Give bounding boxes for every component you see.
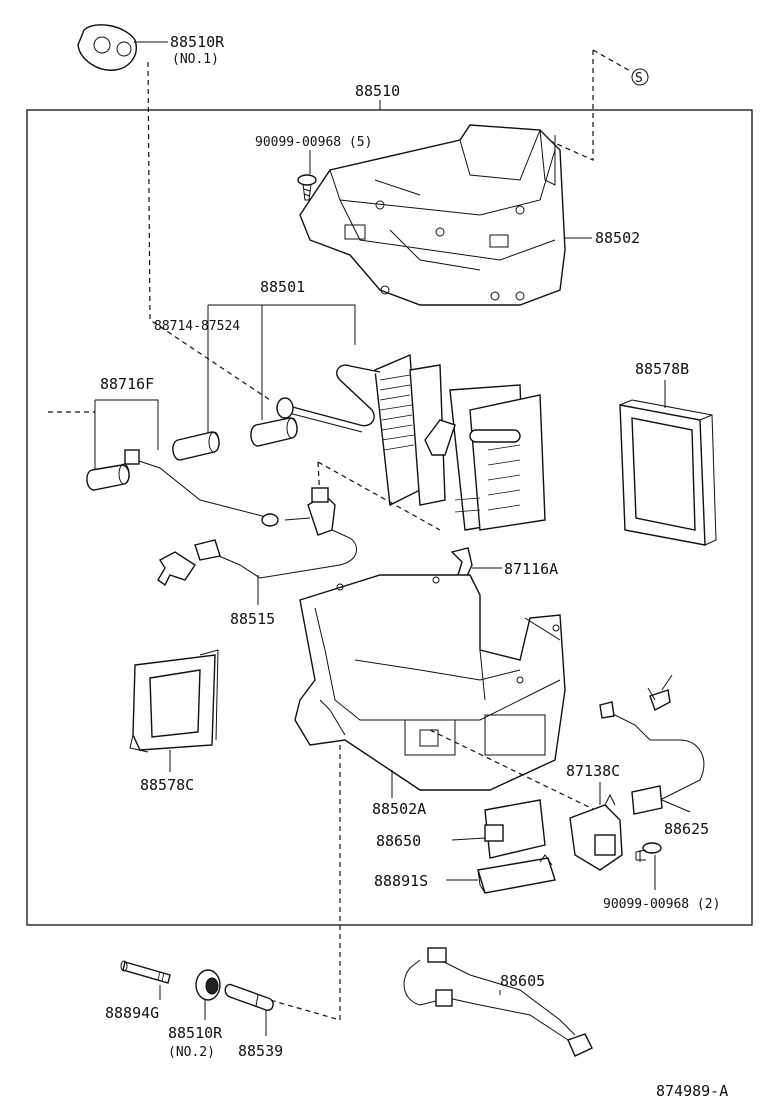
seal-88578c[interactable] <box>129 649 219 753</box>
label-88714: 88714-87524 <box>154 319 240 334</box>
label-88501: 88501 <box>260 278 305 296</box>
pin-88894g[interactable] <box>120 960 171 984</box>
seal-88578b[interactable] <box>619 399 717 546</box>
label-88510: 88510 <box>355 82 400 100</box>
resistor-87138c[interactable] <box>569 793 623 871</box>
label-88578c: 88578C <box>140 776 194 794</box>
upper-case-88502[interactable] <box>299 124 566 306</box>
label-88502a: 88502A <box>372 800 426 818</box>
label-88716f: 88716F <box>100 375 154 393</box>
sleeve-88716f[interactable] <box>86 463 130 491</box>
note-88510r-no1: (NO.1) <box>172 52 219 67</box>
label-88578b: 88578B <box>635 360 689 378</box>
label-88605: 88605 <box>500 972 545 990</box>
harness-88605[interactable] <box>403 947 593 1057</box>
label-87138c: 87138C <box>566 762 620 780</box>
screw-bottom[interactable] <box>635 842 662 862</box>
screw-top[interactable] <box>297 174 317 201</box>
svg-text:S: S <box>635 71 643 86</box>
s-mark: S <box>631 68 649 86</box>
sleeve-88714-b[interactable] <box>250 417 298 447</box>
sensor-88539[interactable] <box>224 983 274 1011</box>
label-88894g: 88894G <box>105 1004 159 1022</box>
diagram-id: 874989-A <box>656 1082 728 1100</box>
evaporator-88501[interactable] <box>276 353 546 531</box>
thermistor-88515[interactable] <box>124 449 358 579</box>
label-87116a: 87116A <box>504 560 558 578</box>
label-88510r-no1: 88510R <box>170 33 225 51</box>
grommet-88510r-no1[interactable] <box>77 24 137 71</box>
label-88625: 88625 <box>664 820 709 838</box>
note-88510r-no2: (NO.2) <box>168 1045 215 1060</box>
clip-left[interactable] <box>157 551 196 587</box>
label-88891s: 88891S <box>374 872 428 890</box>
harness-88625[interactable] <box>599 674 705 815</box>
grommet-88510r-no2[interactable] <box>195 969 221 1001</box>
assembly-frame <box>26 109 753 926</box>
label-88510r-no2: 88510R <box>168 1024 223 1042</box>
cover-88891s[interactable] <box>477 854 556 894</box>
sleeve-88714-a[interactable] <box>172 431 220 461</box>
label-90099-bottom: 90099-00968 (2) <box>603 897 720 912</box>
module-88650[interactable] <box>484 799 546 859</box>
lower-case-88502a[interactable] <box>294 574 566 791</box>
label-88502: 88502 <box>595 229 640 247</box>
label-90099-top: 90099-00968 (5) <box>255 135 372 150</box>
label-88650: 88650 <box>376 832 421 850</box>
label-88539: 88539 <box>238 1042 283 1060</box>
label-88515: 88515 <box>230 610 275 628</box>
